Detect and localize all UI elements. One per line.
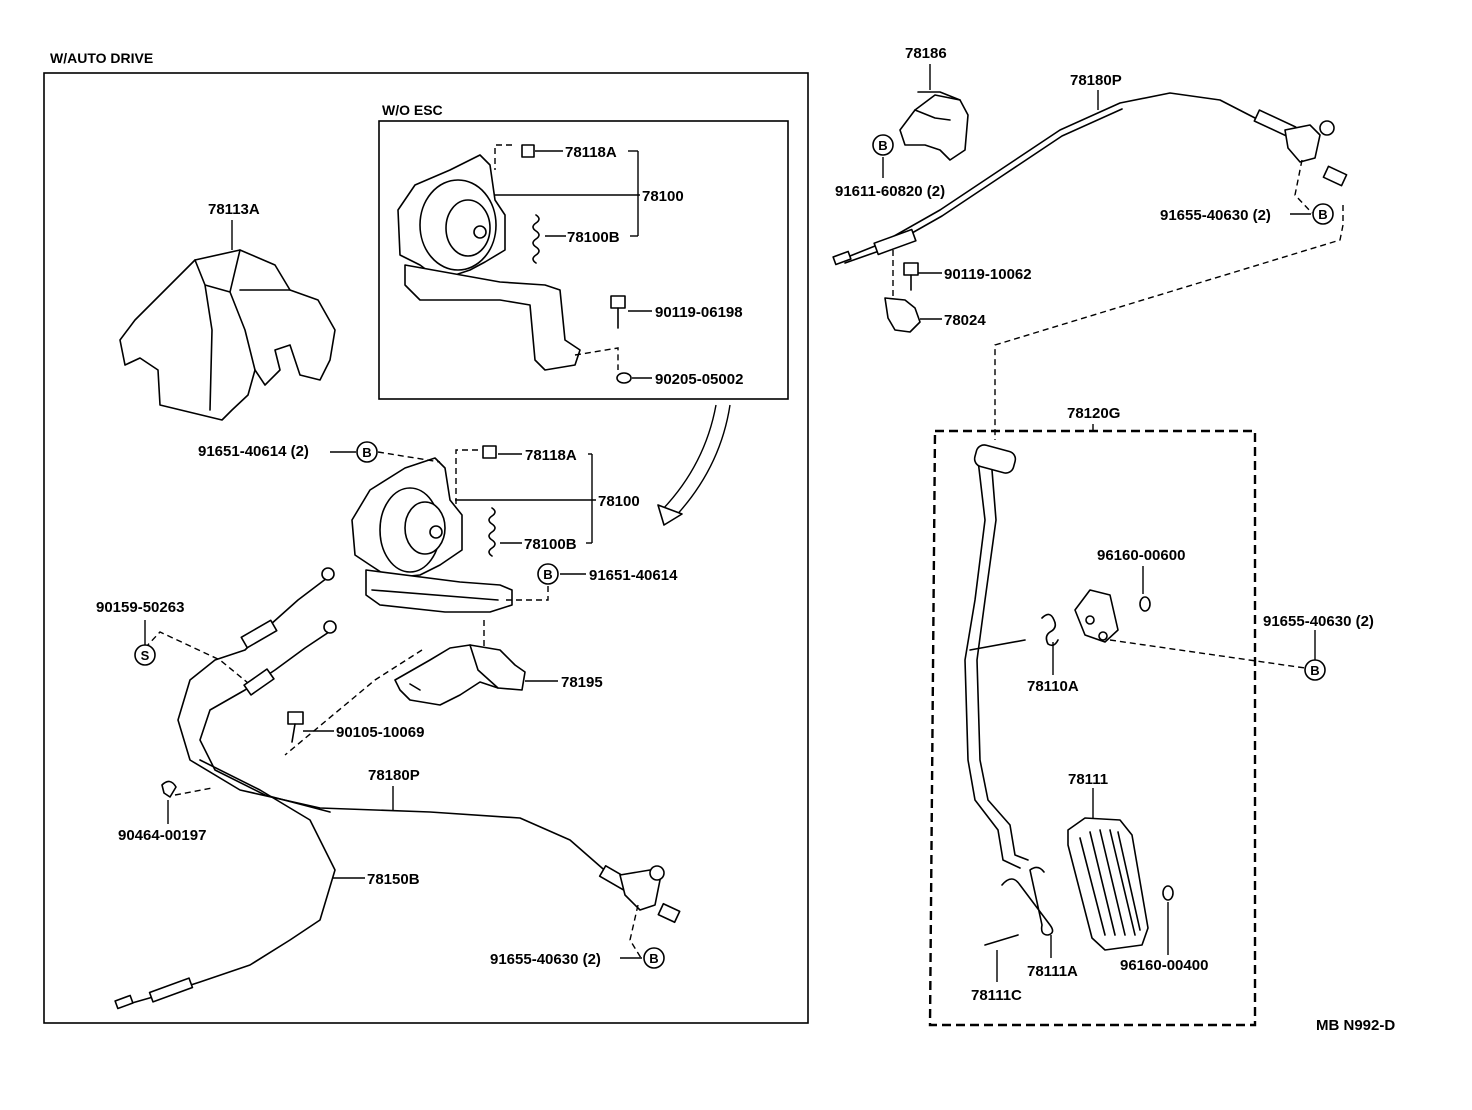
wo-esc-header: W/O ESC: [382, 102, 443, 118]
label-91655-top: 91655-40630 (2): [1160, 207, 1271, 224]
auto-drive-frame: [43, 72, 809, 1024]
cushion-96160-00600: [1139, 596, 1151, 612]
cable-78180P-left: [177, 567, 641, 896]
label-78110A: 78110A: [1027, 678, 1079, 695]
label-78118A: 78118A: [525, 447, 577, 464]
label-esc-90119: 90119-06198: [655, 304, 743, 321]
label-96160-400: 96160-00400: [1120, 957, 1208, 974]
pedal-bracket: [1074, 589, 1119, 643]
label-91651: 91651-40614: [589, 567, 678, 584]
symbol-b-4: [872, 134, 894, 156]
label-78180P-right: 78180P: [1070, 72, 1122, 89]
bushing-78118A: [482, 445, 497, 459]
label-90119: 90119-10062: [944, 266, 1032, 283]
column-cover-78113A: [119, 249, 336, 421]
symbol-b-6-text: B: [1310, 663, 1319, 678]
label-78111: 78111: [1068, 771, 1108, 788]
symbol-b-4-text: B: [878, 138, 887, 153]
bracket-78186: [899, 91, 969, 161]
label-90105: 90105-10069: [336, 724, 424, 741]
symbol-b-3: [643, 947, 665, 969]
label-91611: 91611-60820 (2): [835, 183, 945, 200]
label-78195: 78195: [561, 674, 603, 691]
label-90159: 90159-50263: [96, 599, 184, 616]
label-78113A: 78113A: [208, 201, 260, 218]
label-96160-600: 96160-00600: [1097, 547, 1185, 564]
clip-90464-00197: [161, 780, 177, 798]
label-78100: 78100: [598, 493, 640, 510]
spring-inset: [532, 214, 540, 264]
label-90464: 90464-00197: [118, 827, 206, 844]
label-esc-78100: 78100: [642, 188, 684, 205]
symbol-b-5-text: B: [1318, 207, 1327, 222]
label-91651-2: 91651-40614 (2): [198, 443, 309, 460]
bushing-inset: [521, 144, 535, 158]
bolt-90119-06198: [610, 295, 626, 329]
symbol-s-text: S: [141, 648, 150, 663]
cushion-96160-00400: [1162, 885, 1174, 901]
arrow-head: [657, 504, 683, 526]
nut-90205-05002: [616, 372, 632, 384]
label-78150B: 78150B: [367, 871, 420, 888]
cable-78150B: [114, 759, 336, 1010]
clip-78024: [884, 297, 921, 333]
symbol-b-2: [537, 563, 559, 585]
label-78120G: 78120G: [1067, 405, 1120, 422]
label-esc-78100B: 78100B: [567, 229, 620, 246]
label-78111A: 78111A: [1027, 963, 1078, 980]
spring-78110A: [1041, 613, 1059, 647]
label-78024: 78024: [944, 312, 986, 329]
cable-78180P-right: [832, 92, 1348, 266]
symbol-b-3-text: B: [649, 951, 658, 966]
figure-code: MB N992-D: [1316, 1017, 1395, 1034]
label-esc-78118A: 78118A: [565, 144, 617, 161]
symbol-b-1: [356, 441, 378, 463]
actuator-main: [351, 457, 513, 613]
actuator-inset: [397, 154, 581, 371]
label-78180P-left: 78180P: [368, 767, 420, 784]
spring-78111A: [1001, 866, 1054, 936]
label-91655-left: 91655-40630 (2): [490, 951, 601, 968]
bracket-78195: [394, 644, 526, 706]
auto-drive-header: W/AUTO DRIVE: [50, 50, 153, 66]
label-78186: 78186: [905, 45, 947, 62]
wo-esc-frame: [378, 120, 789, 400]
label-esc-90205: 90205-05002: [655, 371, 743, 388]
arrow-curve: [671, 404, 731, 521]
pedal-pad-78111: [1067, 817, 1149, 951]
spring-78100B: [488, 507, 496, 557]
pedal-assembly-box: [928, 429, 1257, 1027]
symbol-b-2-text: B: [543, 567, 552, 582]
label-78111C: 78111C: [971, 987, 1022, 1004]
bolt-90119-10062: [903, 262, 919, 291]
symbol-b-1-text: B: [362, 445, 371, 460]
symbol-b-5: [1312, 203, 1334, 225]
bushing-inset-dash: [494, 144, 512, 170]
pedal-arm: [964, 444, 1029, 869]
dash-b5-link: [994, 205, 1344, 440]
bolt-90105-10069: [287, 711, 304, 743]
label-91655-mid: 91655-40630 (2): [1263, 613, 1374, 630]
pin-78111C: [984, 934, 1019, 946]
label-78100B: 78100B: [524, 536, 577, 553]
cable-end-left: [598, 865, 681, 924]
